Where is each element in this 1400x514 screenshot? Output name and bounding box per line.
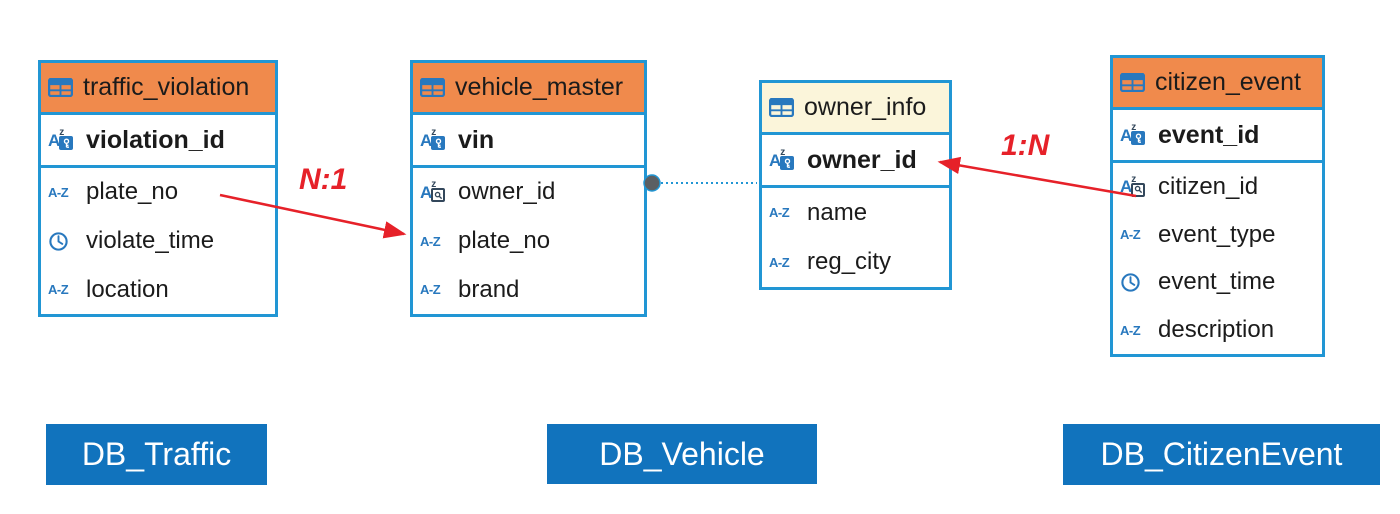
text-type-icon: A-Z (48, 282, 69, 298)
table-header: owner_info (762, 83, 949, 135)
db-label-traffic: DB_Traffic (46, 424, 267, 485)
text-type-icon: A-Z (769, 205, 790, 221)
lookup-glyph (1131, 182, 1145, 197)
column-name: reg_city (807, 248, 892, 276)
table-grid-icon (420, 78, 450, 97)
text-type-icon: A-Z (1120, 227, 1141, 243)
table-title: vehicle_master (455, 73, 624, 101)
column-name: plate_no (458, 227, 551, 254)
relation-label-n1: N:1 (299, 163, 348, 196)
table-grid-icon (48, 78, 78, 97)
column-row: A-Z reg_city (762, 238, 949, 288)
column-name: brand (458, 275, 520, 303)
column-name: event_time (1158, 268, 1276, 296)
text-type-icon: A-Z (1120, 322, 1141, 338)
column-name: citizen_id (1158, 172, 1259, 200)
column-name: description (1158, 316, 1275, 344)
column-name: violation_id (86, 125, 225, 154)
column-name: event_type (1158, 220, 1276, 248)
table-title: traffic_violation (83, 73, 250, 101)
key-glyph (780, 156, 794, 170)
column-name: location (86, 275, 169, 303)
table-grid-icon (769, 98, 799, 117)
column-row: A-Z plate_no (413, 217, 644, 266)
table-header: vehicle_master (413, 63, 644, 115)
key-glyph (1131, 131, 1145, 145)
text-type-icon: A-Z (48, 184, 69, 200)
table-header: citizen_event (1113, 58, 1322, 110)
column-name: violate_time (86, 227, 215, 254)
relation-arrow-1n (937, 156, 1137, 198)
text-type-icon: A-Z (420, 282, 441, 298)
table-grid-icon (1120, 73, 1150, 92)
datetime-type-icon (48, 226, 81, 256)
table-title: owner_info (804, 93, 927, 121)
column-name: vin (458, 125, 495, 154)
column-row: violate_time (41, 217, 275, 266)
table-header: traffic_violation (41, 63, 275, 115)
datetime-type-icon (1120, 267, 1153, 297)
column-row: A-Z name (762, 188, 949, 238)
key-glyph (59, 136, 73, 150)
text-type-icon: A-Z (420, 233, 441, 249)
column-row: event_time (1113, 259, 1322, 307)
column-row: A-Z event_type (1113, 211, 1322, 259)
table-title: citizen_event (1155, 68, 1301, 96)
column-name: plate_no (86, 178, 179, 206)
text-type-icon: A-Z (769, 254, 790, 270)
column-row: A-Z plate_no (41, 168, 275, 217)
lookup-glyph (431, 188, 445, 203)
column-name: owner_id (458, 178, 556, 206)
relation-label-1n: 1:N (1001, 129, 1050, 162)
column-name: name (807, 198, 868, 226)
column-name: event_id (1158, 120, 1260, 149)
key-glyph (431, 136, 445, 150)
column-row: A-Z brand (413, 265, 644, 314)
column-name: owner_id (807, 145, 917, 174)
db-label-vehicle: DB_Vehicle (547, 424, 817, 484)
column-row: A-Z location (41, 265, 275, 314)
db-label-citizen-event: DB_CitizenEvent (1063, 424, 1380, 485)
column-row: A-Z description (1113, 306, 1322, 354)
